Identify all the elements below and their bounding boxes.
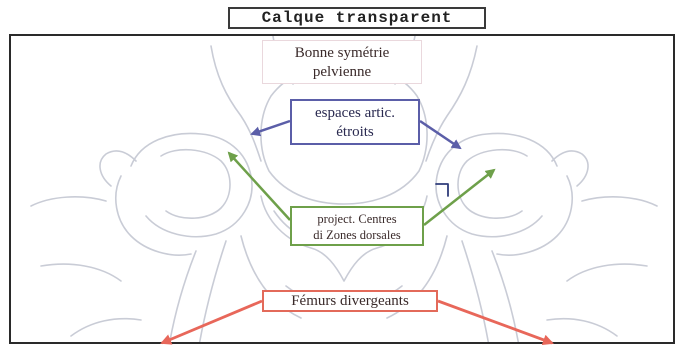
label-pelvic-symmetry-line2: pelvienne (263, 63, 421, 82)
label-pelvic-symmetry: Bonne symétrie pelvienne (262, 40, 422, 84)
label-joint-spaces-line2: étroits (292, 123, 418, 142)
label-projection-centers-line2: di Zones dorsales (292, 227, 422, 243)
label-divergent-femurs-text: Fémurs divergeants (291, 293, 409, 309)
label-projection-centers: project. Centres di Zones dorsales (290, 206, 424, 246)
title-box: Calque transparent (228, 7, 486, 29)
label-joint-spaces-line1: espaces artic. (292, 104, 418, 123)
label-joint-spaces: espaces artic. étroits (290, 99, 420, 145)
label-pelvic-symmetry-line1: Bonne symétrie (263, 44, 421, 63)
label-projection-centers-line1: project. Centres (292, 211, 422, 227)
title-text: Calque transparent (262, 9, 453, 27)
label-divergent-femurs: Fémurs divergeants (262, 290, 438, 312)
